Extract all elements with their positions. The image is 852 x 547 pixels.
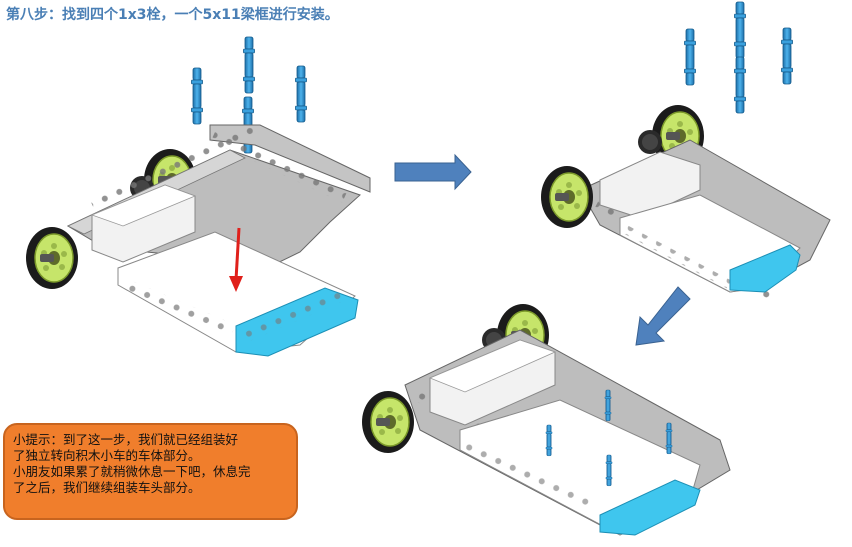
tip-line-4: 了之后，我们继续组装车头部分。: [13, 480, 288, 496]
pin-1x3-g: [782, 28, 793, 84]
tip-box: 小提示：到了这一步，我们就已经组装好 了独立转向积木小车的车体部分。 小朋友如果…: [3, 423, 298, 520]
scene-step-middle: [541, 2, 830, 301]
pin-1x3-c: [296, 66, 307, 122]
next-arrow-right: [395, 155, 471, 189]
scene-step-complete: [362, 304, 730, 535]
next-arrow-down-left: [636, 287, 690, 345]
pin-1x3-e: [685, 29, 696, 85]
pin-1x3-b: [244, 37, 255, 93]
tip-line-1: 小提示：到了这一步，我们就已经组装好: [13, 432, 288, 448]
pin-1x3-h: [735, 57, 746, 113]
scene-step-start: [26, 37, 370, 356]
pin-1x3-f: [735, 2, 746, 58]
pin-1x3-a: [192, 68, 203, 124]
tip-line-3: 小朋友如果累了就稍微休息一下吧，休息完: [13, 464, 288, 480]
tip-line-2: 了独立转向积木小车的车体部分。: [13, 448, 288, 464]
